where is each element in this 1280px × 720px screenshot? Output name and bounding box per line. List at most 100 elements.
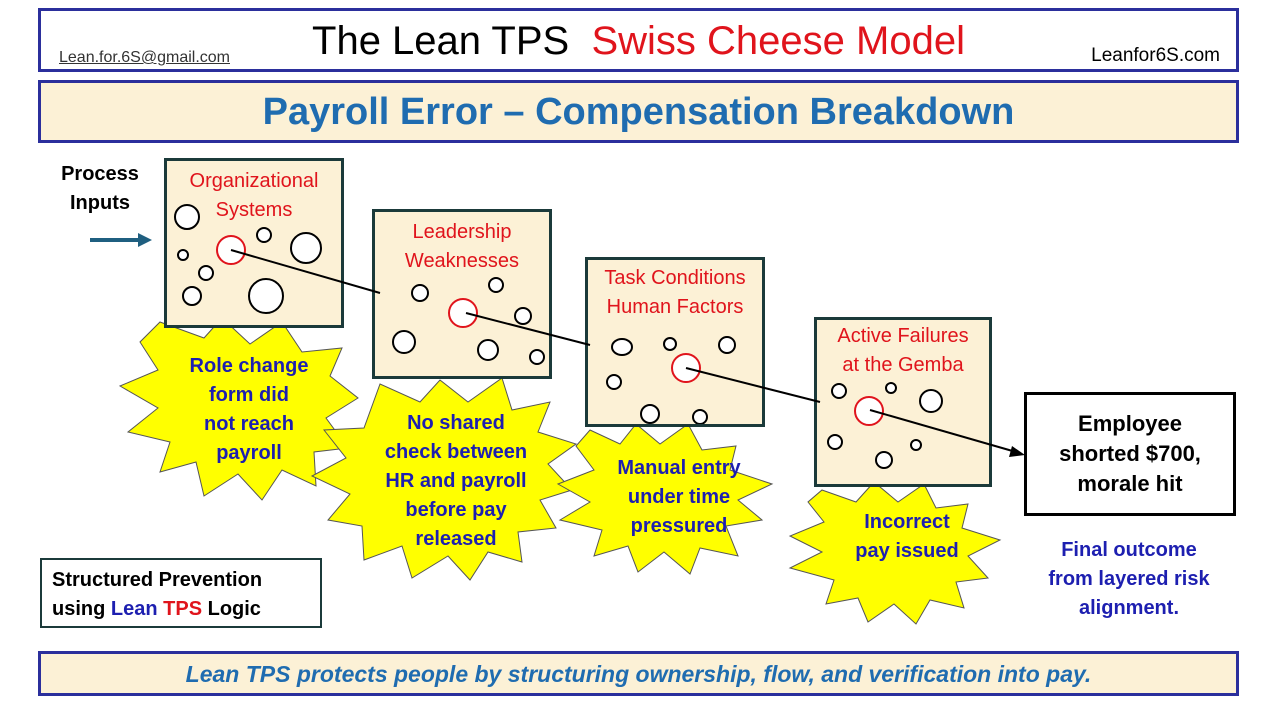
hole [885, 382, 897, 394]
input-arrow-head [138, 233, 152, 247]
burst-text: Manual entry under time pressured [594, 454, 764, 541]
slice-label-line: Weaknesses [404, 250, 520, 272]
slice-label-line: Systems [215, 199, 293, 221]
hole [663, 337, 677, 351]
hole [875, 451, 893, 469]
final-note-line: from layered risk [1048, 568, 1210, 590]
hole [488, 277, 504, 293]
burst-line: Incorrect [864, 511, 950, 533]
aligned-hole [671, 353, 701, 383]
hole [182, 286, 202, 306]
aligned-hole [448, 298, 478, 328]
burst-text: No shared check between HR and payroll b… [358, 409, 554, 554]
footer-bar: Lean TPS protects people by structuring … [38, 651, 1239, 696]
prevention-text: Logic [202, 598, 261, 620]
burst-line: check between [384, 441, 528, 463]
slice-label-line: Task Conditions [604, 267, 746, 289]
slice-label: Active Failures at the Gemba [817, 322, 989, 380]
hole [718, 336, 736, 354]
outcome-line: shorted $700, [1059, 441, 1201, 466]
hole [411, 284, 429, 302]
burst-text: Role change form did not reach payroll [166, 352, 332, 468]
burst-line: before pay [405, 499, 507, 521]
slice-label: Leadership Weaknesses [375, 218, 549, 276]
hole [919, 389, 943, 413]
burst-line: pressured [630, 515, 728, 537]
hole [529, 349, 545, 365]
holes-group [827, 382, 943, 469]
hole [177, 249, 189, 261]
burst-line: form did [209, 384, 289, 406]
slice-label: Organizational Systems [167, 167, 341, 225]
header-bar: The Lean TPS Swiss Cheese Model Lean.for… [38, 8, 1239, 72]
hole [198, 265, 214, 281]
hole [174, 204, 200, 230]
holes-group [174, 204, 322, 314]
page-title: The Lean TPS Swiss Cheese Model [41, 17, 1236, 65]
final-outcome-note: Final outcome from layered risk alignmen… [1018, 536, 1240, 623]
burst-shape [788, 481, 1002, 625]
hole [831, 383, 847, 399]
prevention-line-1: Structured Prevention [52, 569, 263, 591]
burst-shape [310, 377, 578, 581]
final-note-line: Final outcome [1061, 539, 1197, 561]
burst-line: No shared [407, 412, 505, 434]
prevention-lean: Lean [110, 598, 158, 620]
burst-line: not reach [203, 413, 295, 435]
slice-active-failures: Active Failures at the Gemba [814, 317, 992, 487]
aligned-hole [854, 396, 884, 426]
aligned-hole [216, 235, 246, 265]
slice-label-line: Leadership [412, 221, 512, 243]
slice-label-line: Human Factors [606, 296, 744, 318]
hole [910, 439, 922, 451]
slice-label-line: at the Gemba [842, 354, 964, 376]
prevention-text: using [52, 598, 111, 620]
subtitle: Payroll Error – Compensation Breakdown [262, 91, 1015, 133]
burst-line: pay issued [855, 540, 959, 562]
slice-label-line: Organizational [189, 170, 319, 192]
prevention-box: Structured Prevention using Lean TPS Log… [40, 558, 322, 628]
hole [692, 409, 708, 424]
hole [606, 374, 622, 390]
burst-line: HR and payroll [385, 470, 527, 492]
subtitle-bar: Payroll Error – Compensation Breakdown [38, 80, 1239, 143]
burst-line: Manual entry [617, 457, 741, 479]
hole [392, 330, 416, 354]
slice-task-conditions: Task Conditions Human Factors [585, 257, 765, 427]
slice-organizational-systems: Organizational Systems [164, 158, 344, 328]
slice-leadership-weaknesses: Leadership Weaknesses [372, 209, 552, 379]
prevention-line-2: using Lean TPS Logic [52, 595, 320, 624]
burst-text: Incorrect pay issued [822, 508, 992, 566]
burst-line: Role change [189, 355, 309, 377]
process-inputs-line: Inputs [70, 192, 130, 214]
process-inputs-label: Process Inputs [42, 160, 158, 218]
hole [248, 278, 284, 314]
slice-label: Task Conditions Human Factors [588, 264, 762, 322]
outcome-box: Employee shorted $700, morale hit [1024, 392, 1236, 516]
hole [514, 307, 532, 325]
website-label: Leanfor6S.com [1091, 45, 1220, 66]
burst-line: under time [627, 486, 731, 508]
outcome-line: morale hit [1077, 471, 1183, 496]
footer-text: Lean TPS protects people by structuring … [185, 661, 1092, 687]
final-note-line: alignment. [1078, 597, 1179, 619]
hole [611, 338, 633, 356]
hole [290, 232, 322, 264]
slice-label-line: Active Failures [837, 325, 969, 347]
hole [477, 339, 499, 361]
burst-line: payroll [216, 442, 282, 464]
prevention-tps: TPS [163, 598, 203, 620]
title-black: The Lean TPS [312, 19, 570, 63]
email-link[interactable]: Lean.for.6S@gmail.com [59, 49, 230, 66]
holes-group [606, 336, 736, 424]
hole [256, 227, 272, 243]
burst-shape [556, 423, 774, 575]
outcome-line: Employee [1078, 411, 1182, 436]
holes-group [392, 277, 545, 365]
burst-line: released [415, 528, 497, 550]
hole [640, 404, 660, 424]
title-red: Swiss Cheese Model [591, 19, 965, 63]
hole [827, 434, 843, 450]
process-inputs-line: Process [61, 163, 139, 185]
